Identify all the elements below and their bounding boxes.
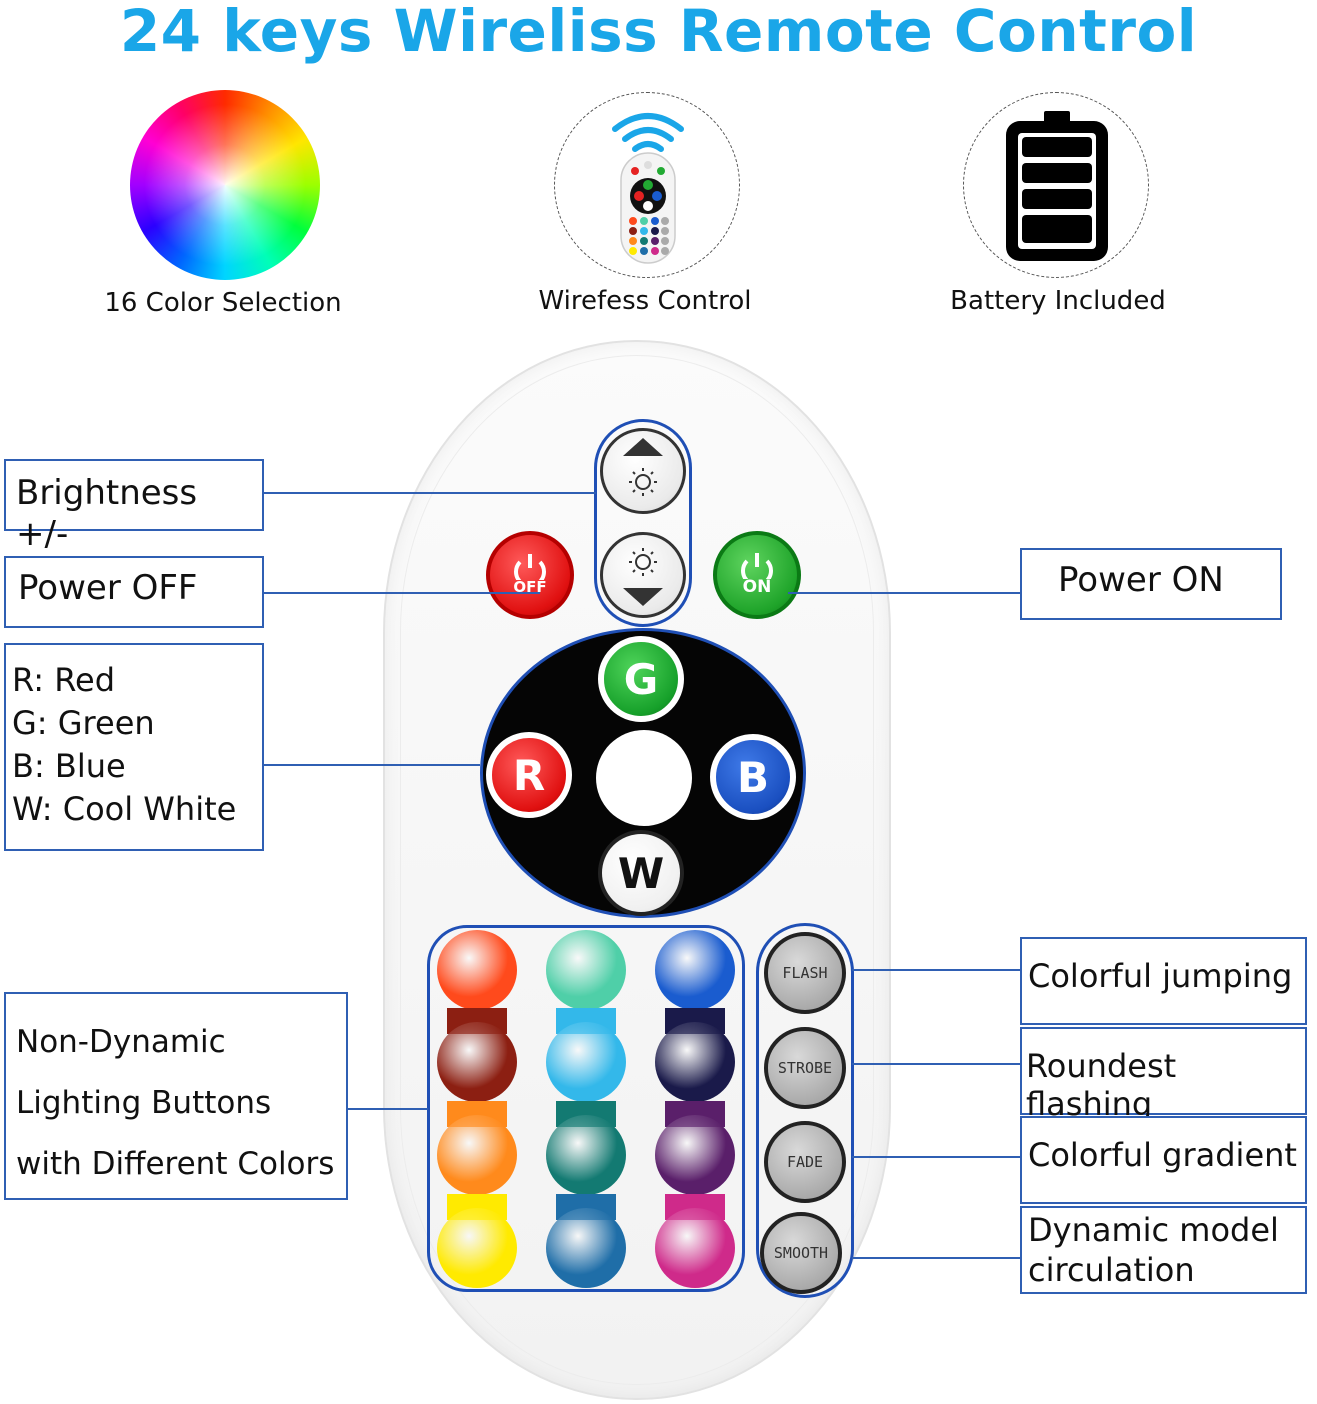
callout-rgbw: R: Red G: Green B: Blue W: Cool White [4, 643, 264, 851]
power-off-button[interactable]: OFF [486, 531, 574, 619]
battery-icon [963, 92, 1149, 278]
power-on-button[interactable]: ON [713, 531, 801, 619]
color-swatch-button[interactable] [546, 1208, 626, 1288]
brightness-up-button[interactable] [600, 428, 686, 514]
callout-smooth-line1: Dynamic model [1028, 1211, 1279, 1249]
flash-button[interactable]: FLASH [764, 932, 846, 1014]
connector-non-dynamic [348, 1108, 428, 1110]
color-swatch-button[interactable] [437, 1115, 517, 1195]
power-on-icon [741, 553, 773, 579]
connector-power-off [264, 592, 540, 594]
green-button[interactable]: G [598, 636, 684, 722]
color-swatch-button[interactable] [655, 930, 735, 1010]
feature-label-battery-included: Battery Included [950, 286, 1166, 316]
callout-fade: Colorful gradient [1020, 1116, 1307, 1204]
feature-label-color-selection: 16 Color Selection [104, 288, 342, 318]
brightness-up-icon [623, 438, 663, 496]
callout-rgbw-white: W: Cool White [12, 790, 237, 828]
brightness-button-group [594, 419, 692, 627]
callout-rgbw-green: G: Green [12, 704, 155, 742]
color-swatch-button[interactable] [437, 930, 517, 1010]
callout-non-dynamic-line2: Lighting Buttons [16, 1085, 272, 1121]
connector-rgbw [264, 764, 480, 766]
dynamic-mode-button-group [756, 923, 854, 1298]
red-button[interactable]: R [486, 732, 572, 818]
callout-smooth-line2: circulation [1028, 1251, 1195, 1289]
color-swatch-button[interactable] [655, 1208, 735, 1288]
white-button[interactable]: W [598, 830, 684, 916]
wireless-signal-icon [612, 113, 684, 264]
smooth-button[interactable]: SMOOTH [760, 1212, 842, 1294]
power-off-icon [514, 554, 546, 580]
battery-shape-icon [1006, 111, 1108, 261]
color-swatch-button[interactable] [655, 1115, 735, 1195]
connector-flash [852, 969, 1020, 971]
connector-strobe [852, 1063, 1020, 1065]
remote-inner-rim [400, 355, 874, 1385]
callout-power-on: Power ON [1020, 548, 1282, 620]
callout-non-dynamic: Non-Dynamic Lighting Buttons with Differ… [4, 992, 348, 1200]
blue-button[interactable]: B [710, 734, 796, 820]
connector-power-on [788, 592, 1020, 594]
callout-non-dynamic-line1: Non-Dynamic [16, 1024, 226, 1060]
color-swatch-button[interactable] [546, 1115, 626, 1195]
callout-brightness: Brightness +/- [4, 459, 264, 554]
callout-non-dynamic-line3: with Different Colors [16, 1146, 335, 1182]
connector-brightness [264, 492, 596, 494]
fade-button[interactable]: FADE [764, 1121, 846, 1203]
callout-rgbw-blue: B: Blue [12, 747, 126, 785]
color-swatch-button[interactable] [546, 930, 626, 1010]
power-on-label: ON [742, 577, 772, 597]
callout-smooth: Dynamic model circulation [1020, 1206, 1307, 1294]
feature-label-wireless-control: Wirefess Control [538, 286, 752, 316]
color-swatch-button[interactable] [437, 1208, 517, 1288]
remote-wireless-icon [554, 92, 740, 278]
page-title: 24 keys Wireliss Remote Control [119, 0, 1198, 65]
callout-rgbw-red: R: Red [12, 661, 115, 699]
brightness-down-icon [623, 548, 663, 606]
static-color-button-group [427, 925, 745, 1292]
color-swatch-button[interactable] [437, 1022, 517, 1102]
color-swatch-button[interactable] [546, 1022, 626, 1102]
center-white-button[interactable] [596, 730, 692, 826]
connector-fade [852, 1156, 1020, 1158]
brightness-down-button[interactable] [600, 532, 686, 618]
power-off-label: OFF [513, 578, 547, 596]
color-wheel-icon [130, 90, 320, 280]
color-swatch-button[interactable] [655, 1022, 735, 1102]
callout-strobe: Roundest flashing [1020, 1027, 1307, 1123]
strobe-button[interactable]: STROBE [764, 1027, 846, 1109]
connector-smooth [852, 1257, 1020, 1259]
callout-power-off: Power OFF [4, 556, 264, 628]
callout-flash: Colorful jumping [1020, 937, 1307, 1025]
